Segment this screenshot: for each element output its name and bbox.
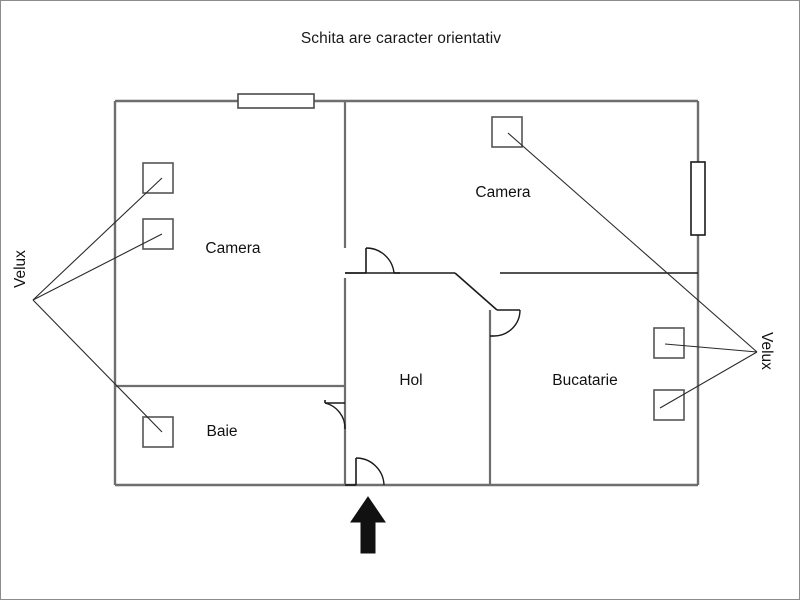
door-arc-camera-left-hol bbox=[365, 247, 395, 274]
skylight-4[interactable] bbox=[491, 116, 523, 148]
leader-lines-velux-right bbox=[507, 132, 758, 409]
page-title: Schita are caracter orientativ bbox=[300, 30, 502, 47]
wall-diagonal-hol bbox=[454, 272, 498, 311]
leader-lines-velux-left bbox=[32, 177, 163, 433]
room-label-camera-right: Camera bbox=[475, 184, 531, 201]
entrance-arrow-shape bbox=[350, 496, 386, 554]
door-baie bbox=[324, 400, 346, 430]
velux-label-right: Velux bbox=[758, 332, 775, 370]
skylights bbox=[142, 116, 685, 448]
room-label-hol: Hol bbox=[399, 372, 423, 389]
room-label-camera-left: Camera bbox=[205, 240, 261, 257]
door-entrance bbox=[345, 457, 385, 486]
leader-right-3 bbox=[659, 351, 758, 409]
skylight-6[interactable] bbox=[653, 389, 685, 421]
door-arc-entrance bbox=[355, 457, 385, 486]
leader-right-2 bbox=[664, 343, 758, 353]
windows bbox=[237, 93, 706, 236]
doors bbox=[324, 247, 521, 486]
velux-label-left: Velux bbox=[12, 250, 29, 288]
outer-walls bbox=[113, 99, 700, 487]
leader-left-2 bbox=[32, 233, 163, 301]
door-hol-bucatarie bbox=[490, 309, 521, 337]
skylight-2[interactable] bbox=[142, 218, 174, 250]
window-top bbox=[237, 93, 315, 109]
skylight-5[interactable] bbox=[653, 327, 685, 359]
leader-right-1 bbox=[507, 132, 758, 353]
skylight-1[interactable] bbox=[142, 162, 174, 194]
door-arc-hol-bucatarie bbox=[493, 309, 521, 337]
leader-left-1 bbox=[32, 177, 163, 301]
door-camera-left-hol bbox=[345, 247, 400, 274]
room-label-bucatarie: Bucatarie bbox=[552, 372, 618, 389]
leader-left-3 bbox=[32, 299, 163, 433]
window-right bbox=[690, 161, 706, 236]
door-arc-baie bbox=[324, 402, 346, 430]
room-label-baie: Baie bbox=[206, 423, 238, 440]
interior-walls bbox=[115, 101, 698, 485]
skylight-3[interactable] bbox=[142, 416, 174, 448]
entrance-arrow bbox=[350, 496, 386, 554]
